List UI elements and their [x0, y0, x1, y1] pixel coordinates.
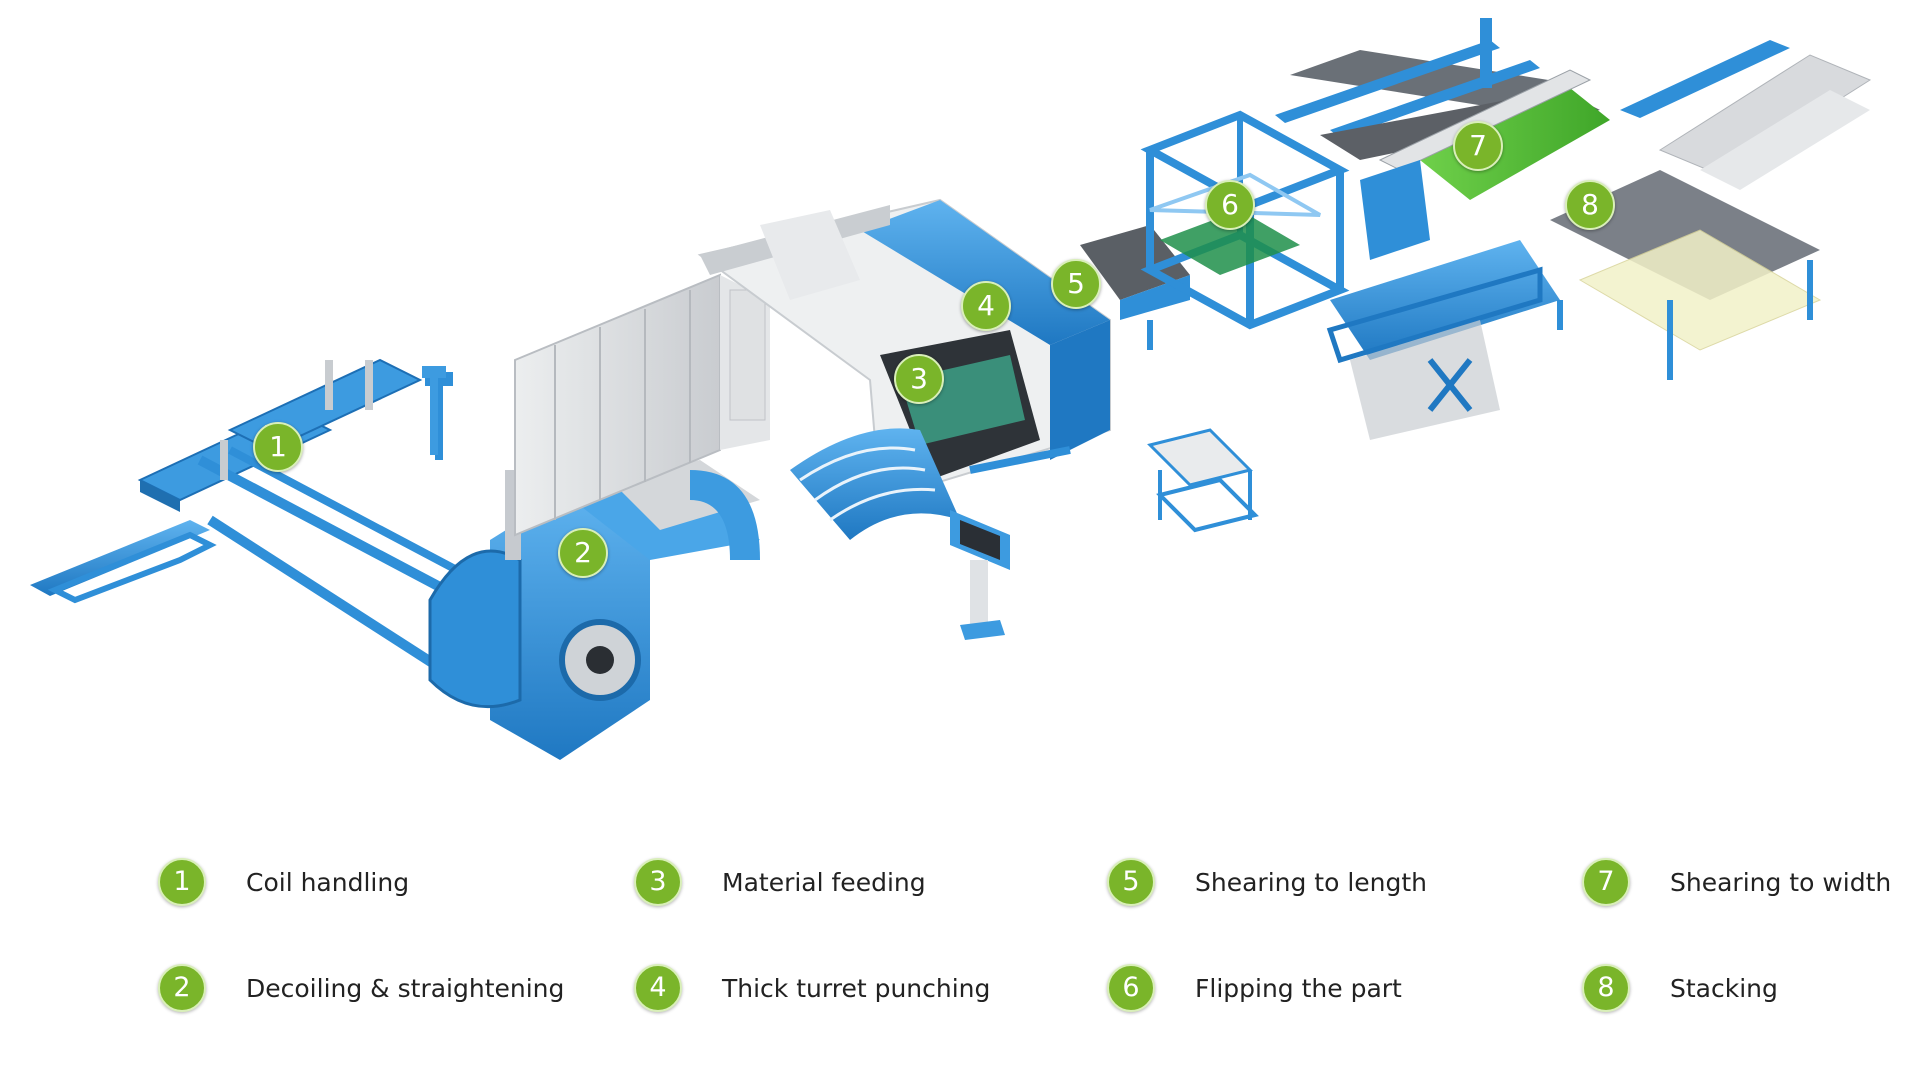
marker-7: 7	[1453, 121, 1503, 171]
legend-label-4: Thick turret punching	[722, 973, 991, 1003]
electrical-cabinets	[422, 273, 770, 537]
legend-label-8: Stacking	[1670, 973, 1778, 1003]
legend-item-1: 1 Coil handling	[158, 854, 409, 910]
operator-terminal	[950, 510, 1010, 640]
production-line-illustration: 1 2 3 4 5 6 7 8	[30, 18, 1872, 760]
legend-item-8: 8 Stacking	[1582, 960, 1778, 1016]
legend-label-1: Coil handling	[246, 867, 410, 897]
tool-cart	[1147, 428, 1259, 533]
marker-4: 4	[961, 281, 1011, 331]
legend-badge-6: 6	[1107, 964, 1155, 1012]
legend-badge-5: 5	[1107, 858, 1155, 906]
legend-badge-4: 4	[634, 964, 682, 1012]
shear-to-width-unit	[1275, 18, 1610, 260]
turret-punch-press	[697, 198, 1111, 540]
legend-label-5: Shearing to length	[1195, 867, 1428, 897]
marker-6: 6	[1205, 180, 1255, 230]
legend-badge-7: 7	[1582, 858, 1630, 906]
legend-badge-1: 1	[158, 858, 206, 906]
stacking-unit	[1326, 40, 1872, 440]
legend-item-7: 7 Shearing to width	[1582, 854, 1891, 910]
legend-item-5: 5 Shearing to length	[1107, 854, 1427, 910]
marker-5: 5	[1051, 259, 1101, 309]
marker-1: 1	[253, 422, 303, 472]
legend-item-2: 2 Decoiling & straightening	[158, 960, 564, 1016]
legend-label-7: Shearing to width	[1670, 867, 1892, 897]
legend-badge-8: 8	[1582, 964, 1630, 1012]
legend-badge-3: 3	[634, 858, 682, 906]
legend-label-6: Flipping the part	[1195, 973, 1402, 1003]
legend-item-6: 6 Flipping the part	[1107, 960, 1402, 1016]
legend-label-3: Material feeding	[722, 867, 926, 897]
marker-3: 3	[894, 354, 944, 404]
marker-8: 8	[1565, 180, 1615, 230]
legend-item-4: 4 Thick turret punching	[634, 960, 990, 1016]
legend-badge-2: 2	[158, 964, 206, 1012]
decoiler-straightener-unit	[428, 460, 760, 760]
marker-2: 2	[558, 528, 608, 578]
legend-label-2: Decoiling & straightening	[246, 973, 565, 1003]
legend-item-3: 3 Material feeding	[634, 854, 926, 910]
production-line-drawing	[30, 18, 1872, 760]
process-legend: 1 Coil handling 2 Decoiling & straighten…	[0, 840, 1920, 1060]
